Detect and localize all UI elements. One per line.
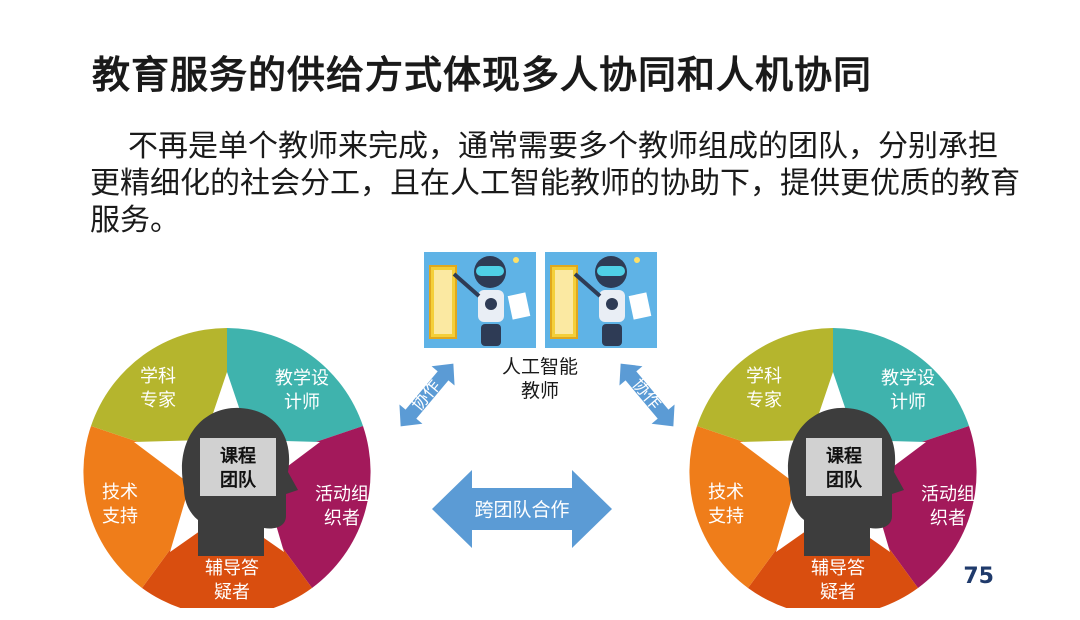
center-label-line1: 课程 (220, 446, 256, 467)
segment-label: 学科 (140, 366, 176, 387)
segment-label: 教学设 (881, 368, 935, 389)
segment-label: 疑者 (214, 582, 250, 603)
robot-teacher-icon (424, 252, 536, 348)
ai-teacher-label: 人工智能 教师 (470, 355, 610, 403)
course-team-diagram: 课程 团队 学科 专家 教学设 计师 活动组 织者 辅导答 疑者 技术 支持 (689, 328, 977, 608)
segment-label: 活动组 (921, 484, 975, 505)
segment-label: 技术 (102, 482, 138, 503)
cross-team-arrow: 跨团队合作 (432, 470, 612, 548)
collab-arrow-left: 协作 (399, 363, 455, 427)
segment-label: 学科 (746, 366, 782, 387)
center-label-line1: 课程 (826, 446, 862, 467)
segment-label: 专家 (140, 390, 176, 411)
segment-label: 计师 (284, 392, 320, 413)
segment-label: 辅导答 (205, 558, 259, 579)
ai-teacher-label-line1: 人工智能 (501, 356, 578, 378)
robot-teacher-icon (545, 252, 657, 348)
cross-team-label: 跨团队合作 (474, 499, 569, 521)
segment-label: 教学设 (275, 368, 329, 389)
ai-teacher-label-line2: 教师 (520, 380, 559, 402)
segment-label: 技术 (708, 482, 744, 503)
course-team-diagram: 课程 团队 学科 专家 教学设 计师 活动组 织者 辅导答 疑者 技术 支持 (83, 328, 371, 608)
segment-label: 织者 (324, 508, 360, 529)
segment-label: 专家 (746, 390, 782, 411)
segment-label: 织者 (930, 508, 966, 529)
segment-label: 疑者 (820, 582, 856, 603)
paragraph-text: 不再是单个教师来完成，通常需要多个教师组成的团队，分别承担更精细化的社会分工，且… (90, 129, 1020, 238)
segment-label: 活动组 (315, 484, 369, 505)
center-label-line2: 团队 (220, 469, 257, 491)
page-number: 75 (963, 564, 994, 589)
segment-label: 计师 (890, 392, 926, 413)
collab-arrow-right: 协作 (619, 363, 675, 427)
center-label-line2: 团队 (826, 469, 863, 491)
segment-label: 支持 (102, 506, 138, 527)
slide-paragraph: 不再是单个教师来完成，通常需要多个教师组成的团队，分别承担更精细化的社会分工，且… (90, 128, 1020, 239)
segment-label: 支持 (708, 506, 744, 527)
segment-label: 辅导答 (811, 558, 865, 579)
slide-title: 教育服务的供给方式体现多人协同和人机协同 (92, 53, 873, 97)
